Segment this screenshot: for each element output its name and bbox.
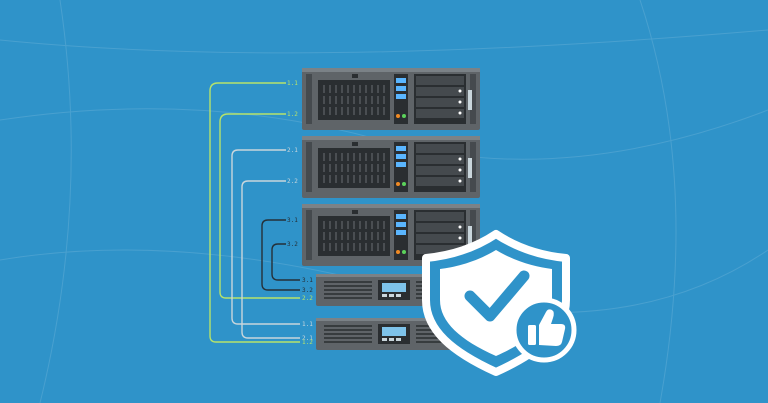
cable-green-1	[209, 82, 300, 343]
network-cables	[209, 82, 300, 343]
port-label-u1c: 2.2	[302, 295, 313, 302]
port-labels: 1.1 1.2 2.1 2.2 3.1 3.2 3.1 3.2 2.2 1.1 …	[287, 80, 313, 346]
server-unit-1	[302, 68, 480, 130]
port-label-u2b: 2.1	[302, 335, 313, 342]
checkmark	[464, 270, 530, 322]
port-label-s2a: 2.1	[287, 147, 298, 154]
server-unit-2	[302, 136, 480, 198]
port-label-u1b: 3.2	[302, 287, 313, 294]
ups-screen	[382, 283, 406, 292]
port-label-u2c: 1.2	[302, 339, 313, 346]
port-label-s1b: 1.2	[287, 111, 298, 118]
port-label-s2b: 2.2	[287, 178, 298, 185]
port-label-s3b: 3.2	[287, 241, 298, 248]
cable-white-2	[241, 180, 300, 339]
port-label-u2a: 1.1	[302, 321, 313, 328]
cable-white-1	[231, 149, 300, 325]
cable-dark-1	[261, 219, 300, 291]
thumbs-up-icon	[511, 297, 577, 363]
cable-green-2	[219, 113, 300, 299]
port-label-s3a: 3.1	[287, 217, 298, 224]
port-label-u1a: 3.1	[302, 277, 313, 284]
port-label-s1a: 1.1	[287, 80, 298, 87]
ups-screen	[382, 327, 406, 336]
cable-dark-2	[271, 243, 300, 281]
